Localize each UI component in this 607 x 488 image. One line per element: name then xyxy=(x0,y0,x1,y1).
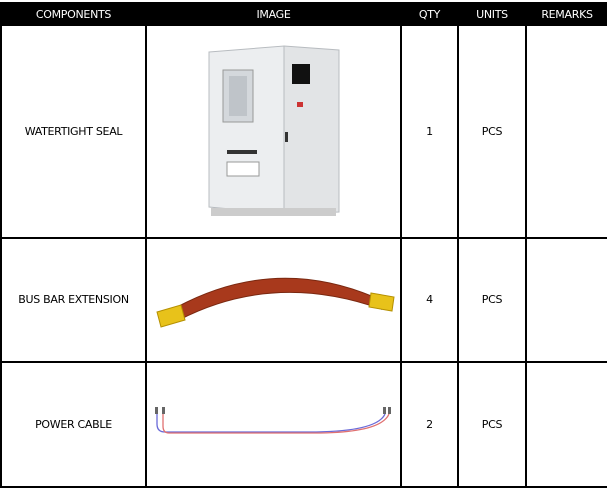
table-row: WATERTIGHT SEAL 1 PCS xyxy=(0,24,607,239)
power-cable-image xyxy=(145,360,402,488)
header-row: COMPONENTS IMAGE QTY UNITS REMARKS xyxy=(0,1,607,27)
component-name: BUS BAR EXTENSION xyxy=(0,236,147,363)
table-row: BUS BAR EXTENSION 4 PCS xyxy=(0,236,607,363)
table-row: POWER CABLE 2 PCS xyxy=(0,360,607,488)
remarks xyxy=(525,360,607,488)
component-name: WATERTIGHT SEAL xyxy=(0,24,147,239)
header-qty: QTY xyxy=(400,1,459,27)
header-components: COMPONENTS xyxy=(0,1,147,27)
units: PCS xyxy=(457,236,527,363)
header-remarks: REMARKS xyxy=(525,1,607,27)
component-name: POWER CABLE xyxy=(0,360,147,488)
cabinet-image xyxy=(145,24,402,239)
units: PCS xyxy=(457,24,527,239)
qty: 1 xyxy=(400,24,459,239)
header-image: IMAGE xyxy=(145,1,402,27)
qty: 4 xyxy=(400,236,459,363)
bus-bar-image xyxy=(145,236,402,363)
units: PCS xyxy=(457,360,527,488)
header-units: UNITS xyxy=(457,1,527,27)
qty: 2 xyxy=(400,360,459,488)
remarks xyxy=(525,236,607,363)
remarks xyxy=(525,24,607,239)
